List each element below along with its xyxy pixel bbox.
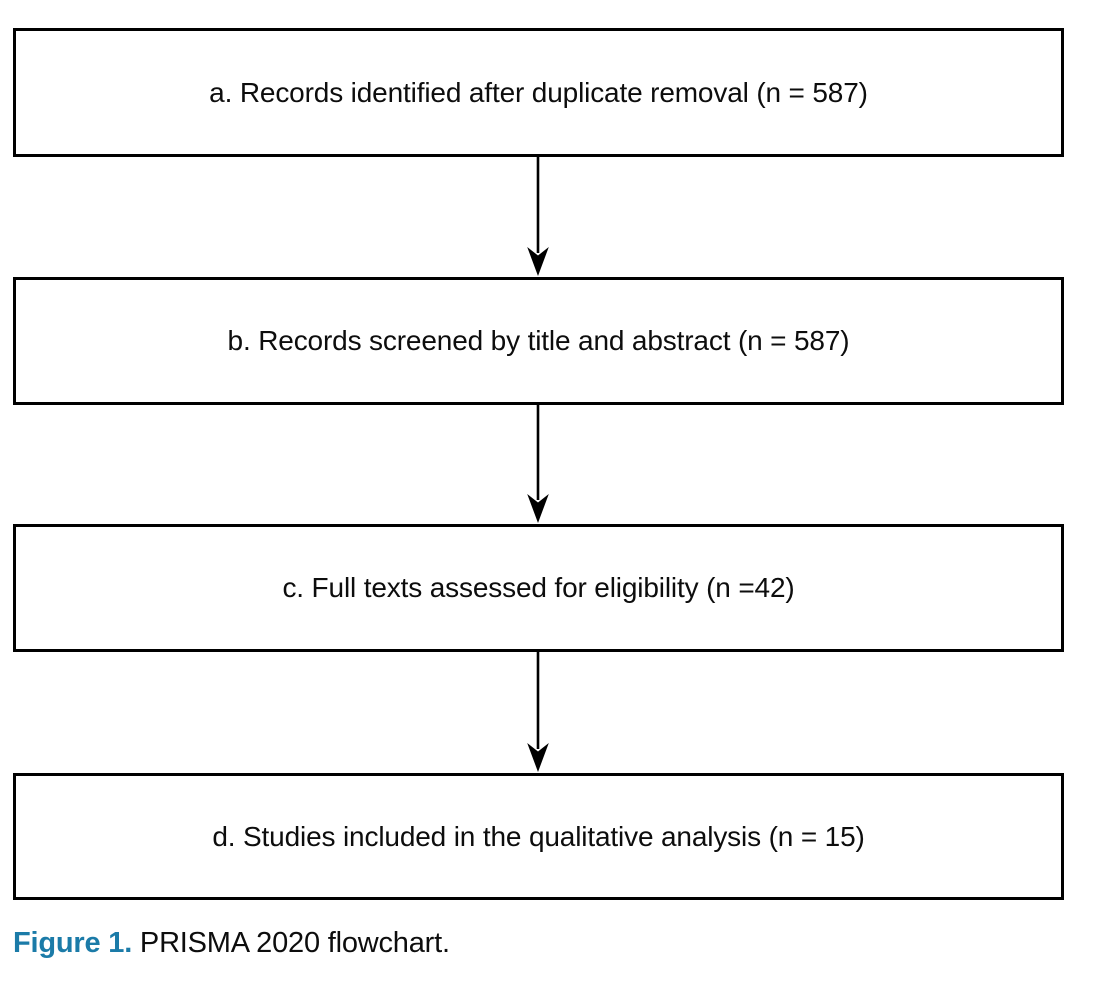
flow-node-c-label: c. Full texts assessed for eligibility (… [282, 572, 795, 604]
flow-arrow-b-to-c [524, 405, 552, 524]
figure-caption: Figure 1. PRISMA 2020 flowchart. [13, 925, 1073, 963]
flow-node-a-label: a. Records identified after duplicate re… [209, 76, 868, 108]
figure-caption-label: Figure 1. [13, 927, 133, 959]
flow-node-d: d. Studies included in the qualitative a… [13, 773, 1064, 900]
flow-node-b-label: b. Records screened by title and abstrac… [227, 325, 850, 357]
flow-node-d-label: d. Studies included in the qualitative a… [212, 820, 865, 852]
flow-node-a: a. Records identified after duplicate re… [13, 28, 1064, 157]
flow-node-b: b. Records screened by title and abstrac… [13, 277, 1064, 405]
arrow-down-icon [527, 157, 549, 276]
arrow-down-icon [527, 405, 549, 523]
figure-caption-text [132, 927, 140, 959]
arrow-down-icon [527, 652, 549, 772]
flow-node-c: c. Full texts assessed for eligibility (… [13, 524, 1064, 652]
figure-caption-title: PRISMA 2020 flowchart. [139, 927, 450, 959]
flow-arrow-a-to-b [524, 157, 552, 277]
flow-arrow-c-to-d [524, 652, 552, 773]
